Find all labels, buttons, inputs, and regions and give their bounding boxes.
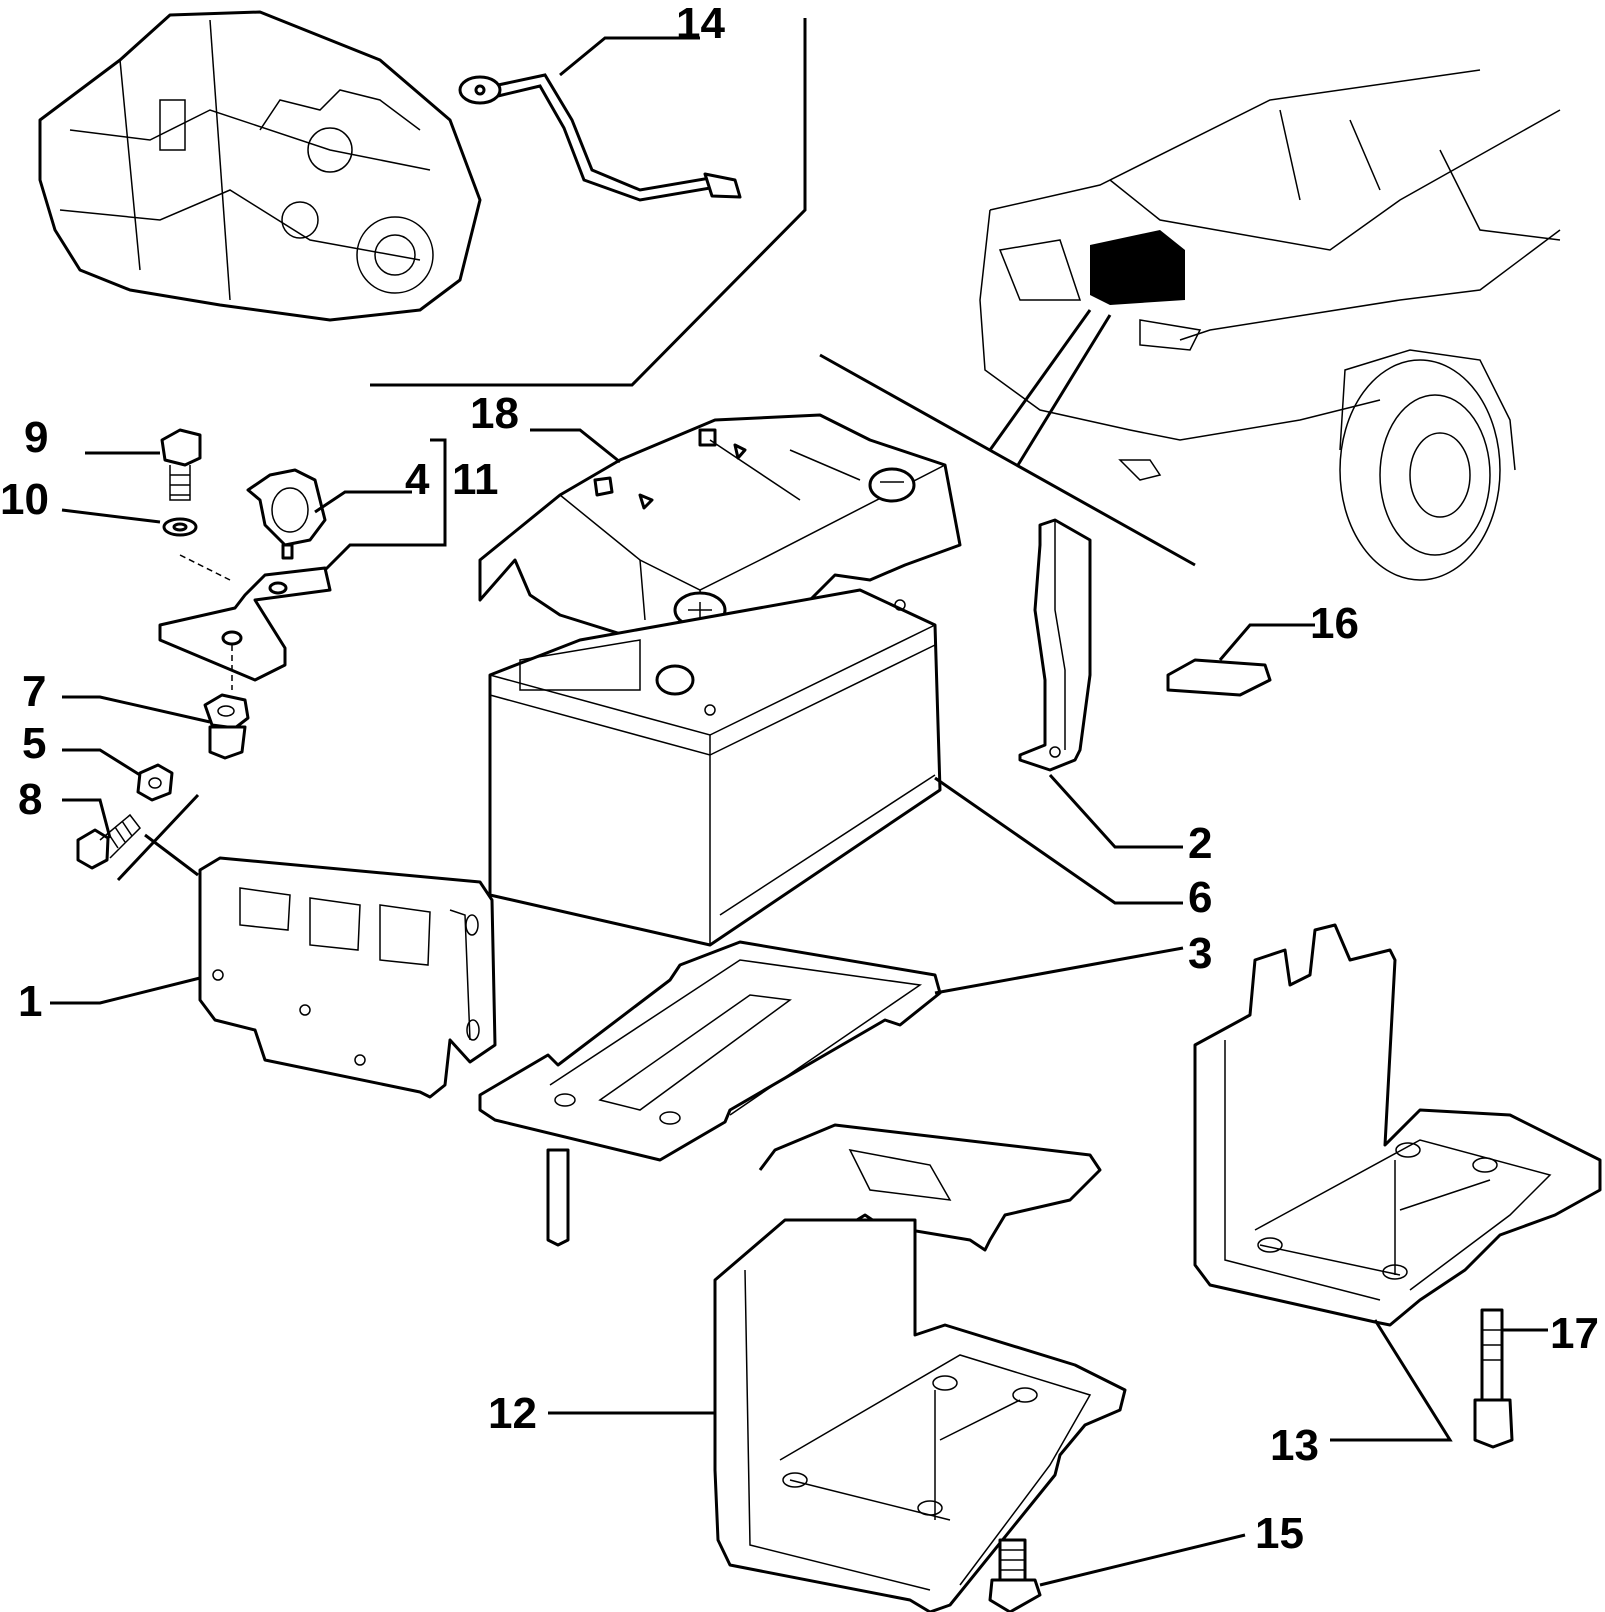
car-rear-illustration [979,69,1561,581]
gearbox-illustration [38,10,482,322]
callout-7: 7 [22,667,46,716]
battery [488,588,942,947]
callout-8: 8 [18,775,42,824]
battery-tray [478,940,942,1247]
callout-18: 18 [470,389,519,438]
callout-6: 6 [1188,873,1212,922]
callout-labels: 14 18 9 10 4 11 7 5 8 1 2 6 3 16 12 13 1… [0,0,1599,1558]
callout-10: 10 [0,475,49,524]
callout-12: 12 [488,1389,537,1438]
callout-9: 9 [24,413,48,462]
callout-5: 5 [22,719,46,768]
callout-17: 17 [1550,1309,1599,1358]
battery-location-marker [1090,230,1185,305]
callout-3: 3 [1188,929,1212,978]
ground-cable [458,73,742,202]
callout-2: 2 [1188,819,1212,868]
battery-clamp [1018,518,1092,772]
mounting-plate [198,856,497,1099]
car-divider-line [819,353,1196,567]
bracket-fasteners [76,428,332,882]
callout-14: 14 [676,0,725,48]
leader-lines [50,36,1548,1587]
callout-4: 4 [405,455,430,504]
adhesive-pad [1166,658,1272,697]
battery-cover [478,413,962,667]
left-battery-support [713,1123,1127,1612]
bolt-17 [1473,1308,1514,1449]
callout-16: 16 [1310,599,1359,648]
callout-11: 11 [452,455,499,504]
bolt-15 [988,1538,1042,1612]
callout-13: 13 [1270,1421,1319,1470]
callout-15: 15 [1255,1509,1304,1558]
callout-1: 1 [18,977,42,1026]
right-battery-support [1193,923,1602,1327]
gearbox-divider-line [370,18,807,387]
